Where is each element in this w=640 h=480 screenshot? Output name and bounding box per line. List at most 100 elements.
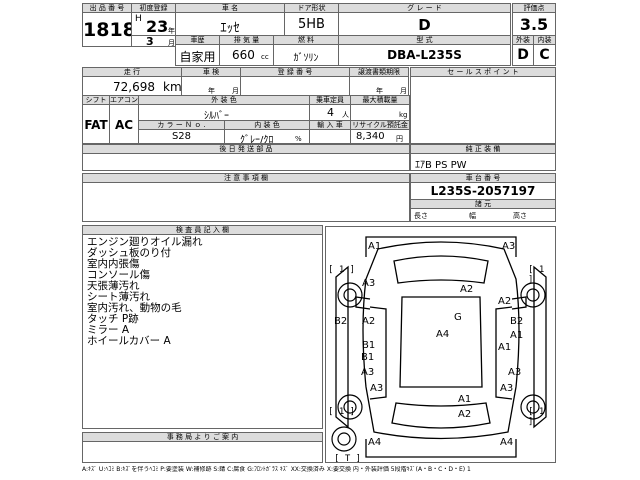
reg-number-cell bbox=[240, 76, 350, 96]
lot-number-cell: 18184 bbox=[82, 12, 132, 47]
first-reg-year-cell: H 23 年 bbox=[131, 12, 176, 36]
damage-label: A2 bbox=[362, 316, 376, 327]
ext-score: D bbox=[517, 47, 529, 63]
later-parts-cell bbox=[82, 153, 410, 171]
genuine-cell: ｴｱB PS PW bbox=[410, 153, 556, 171]
int-color-cell: ｸﾞﾚｰ/ｸﾛ % bbox=[224, 129, 310, 144]
pct: % bbox=[295, 135, 302, 143]
damage-label: A4 bbox=[436, 329, 450, 340]
int-color: ｸﾞﾚｰ/ｸﾛ bbox=[240, 135, 274, 144]
era: H bbox=[135, 14, 142, 24]
inspector-note: 室内内張傷 bbox=[87, 258, 140, 270]
score: 3.5 bbox=[519, 15, 549, 34]
transfer-year: 年 bbox=[376, 87, 383, 95]
inspection-month: 月 bbox=[232, 87, 239, 95]
damage-label: A3 bbox=[370, 383, 384, 394]
inspector-note: シート薄汚れ bbox=[87, 291, 150, 303]
damage-label: A3 bbox=[502, 241, 516, 252]
damage-label: B2 bbox=[334, 316, 348, 327]
grade: D bbox=[418, 16, 431, 34]
dim-width: 幅 bbox=[469, 212, 476, 220]
year-unit: 年 bbox=[168, 27, 175, 35]
damage-label: A4 bbox=[500, 437, 514, 448]
transfer-month: 月 bbox=[400, 87, 407, 95]
legend: A:ｷｽﾞ U:ﾍｺﾐ B:ｷｽﾞを伴うﾍｺﾐ P:要塗装 W:補修跡 S:錆 … bbox=[82, 466, 471, 473]
chassis-cell: L235S-2057197 bbox=[410, 182, 556, 200]
notes-cell bbox=[82, 182, 410, 222]
inspector-note: ホイールカバー A bbox=[87, 335, 171, 347]
damage-label: G bbox=[454, 312, 462, 323]
sales-point-cell bbox=[410, 76, 556, 144]
damage-label: A3 bbox=[508, 367, 522, 378]
door-cell: 5HB bbox=[284, 12, 339, 36]
dims-cell: 長さ 幅 高さ bbox=[410, 208, 556, 222]
damage-label: A1 bbox=[458, 394, 472, 405]
score-cell: 3.5 bbox=[512, 12, 556, 36]
chassis-number: L235S-2057197 bbox=[430, 184, 536, 198]
inspector-note: エンジン廻りオイル漏れ bbox=[87, 236, 203, 248]
damage-label: A1 bbox=[368, 241, 382, 252]
door-type: 5HB bbox=[298, 17, 325, 32]
damage-label: A2 bbox=[458, 409, 472, 420]
seats-cell: 4 人 bbox=[309, 104, 351, 121]
recycle-unit: 円 bbox=[396, 135, 403, 143]
use: 自家用 bbox=[179, 50, 216, 64]
dim-length: 長さ bbox=[414, 212, 428, 220]
mileage-unit: km bbox=[163, 80, 182, 94]
office-cell bbox=[82, 441, 323, 463]
damage-label: B2 bbox=[510, 316, 524, 327]
ac-cell: AC bbox=[109, 104, 139, 144]
reg-year: 23 bbox=[146, 17, 169, 36]
model-cell: ｴｯｾ bbox=[175, 12, 285, 36]
shift-cell: FAT bbox=[82, 104, 110, 144]
damage-label: B1 bbox=[362, 340, 376, 351]
bracket-label: [ 1 ] bbox=[328, 265, 356, 275]
damage-diagram: A1 A3 A3 A2 A2 B2 G B2 A2 A4 A1 B1 A3 A3… bbox=[325, 226, 556, 463]
ac: AC bbox=[114, 118, 134, 132]
damage-label: A2 bbox=[460, 284, 474, 295]
inspector-note: 室内汚れ、動物の毛 bbox=[87, 302, 182, 314]
inspector-note: タッチ P跡 bbox=[87, 313, 139, 325]
damage-label: A1 bbox=[510, 330, 524, 341]
bracket-label: [ 1 ] bbox=[328, 407, 356, 417]
inspector-note: コンソール傷 bbox=[87, 269, 150, 281]
int-score: C bbox=[539, 47, 550, 63]
bracket-label: [ T ] bbox=[334, 454, 362, 463]
load-cell: kg bbox=[350, 104, 410, 121]
fuel: ｶﾞｿﾘﾝ bbox=[293, 53, 319, 64]
load-unit: kg bbox=[399, 111, 408, 119]
damage-label: B1 bbox=[361, 352, 375, 363]
displacement: 660 bbox=[232, 48, 255, 62]
first-reg-month-cell: 3 月 bbox=[131, 35, 176, 47]
damage-label: A3 bbox=[361, 367, 375, 378]
genuine: ｴｱB PS PW bbox=[415, 160, 467, 171]
shift: FAT bbox=[84, 118, 108, 132]
inspector-note: 天張薄汚れ bbox=[87, 280, 140, 292]
use-cell: 自家用 bbox=[175, 44, 220, 66]
fuel-cell: ｶﾞｿﾘﾝ bbox=[273, 44, 339, 66]
disp-cell: 660 cc bbox=[219, 44, 274, 66]
inspection-year: 年 bbox=[208, 87, 215, 95]
type-cell: DBA-L235S bbox=[338, 44, 511, 66]
damage-label: A3 bbox=[500, 383, 514, 394]
model-name: ｴｯｾ bbox=[220, 21, 240, 36]
seats: 4 bbox=[327, 106, 334, 119]
dim-height: 高さ bbox=[513, 212, 527, 220]
inspector-note: ダッシュ板のり付 bbox=[87, 247, 171, 259]
grade-cell: D bbox=[338, 12, 511, 36]
reg-month: 3 bbox=[146, 35, 154, 47]
car-outline bbox=[331, 236, 547, 458]
int-cell: C bbox=[533, 44, 556, 66]
damage-label: A2 bbox=[498, 296, 512, 307]
disp-unit: cc bbox=[261, 53, 269, 61]
inspection-cell: 年 月 bbox=[181, 76, 241, 96]
damage-label: A4 bbox=[368, 437, 382, 448]
seats-unit: 人 bbox=[342, 111, 349, 119]
month-unit: 月 bbox=[168, 39, 175, 47]
color-no: S28 bbox=[171, 131, 192, 142]
recycle: 8,340 bbox=[356, 131, 385, 142]
mileage-cell: 72,698 km bbox=[82, 76, 182, 96]
color-no-cell: S28 bbox=[138, 129, 225, 144]
color: ｼﾙﾊﾞｰ bbox=[204, 111, 229, 121]
damage-label: A1 bbox=[498, 342, 512, 353]
